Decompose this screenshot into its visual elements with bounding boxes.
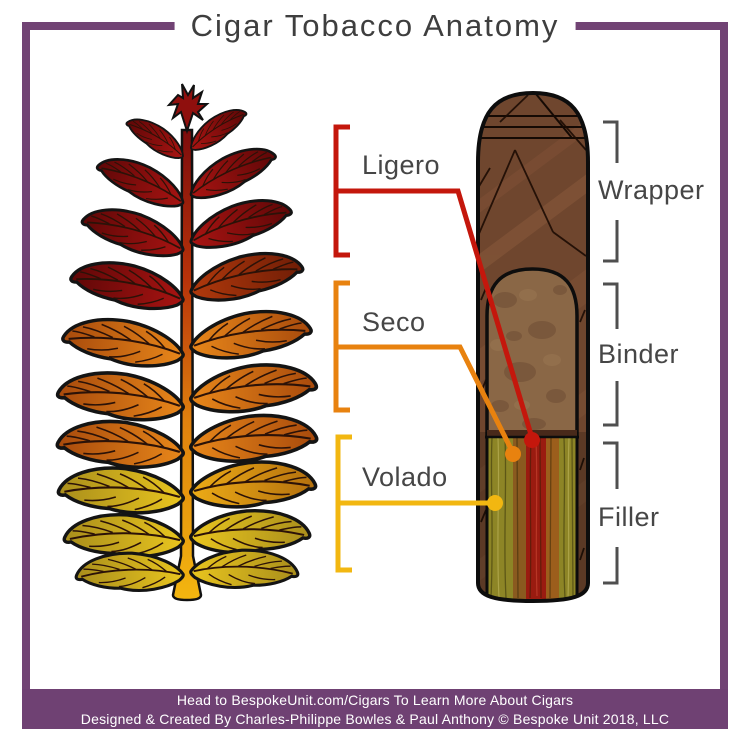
wrapper-bracket [603,120,619,263]
tobacco-plant-illustration [54,83,320,602]
footer-line1: Head to BespokeUnit.com/Cigars To Learn … [176,692,574,708]
filler-bracket [603,441,619,585]
volado-dot [487,495,503,511]
ligero-callout [333,124,540,448]
label-seco: Seco [362,307,426,337]
seco-dot [505,446,521,462]
label-binder: Binder [598,339,680,369]
label-wrapper: Wrapper [598,175,705,205]
page-title: Cigar Tobacco Anatomy [174,4,576,48]
plant-stem [171,128,203,602]
cigar-illustration [476,90,590,604]
label-filler: Filler [598,502,660,532]
volado-callout [335,434,503,573]
cigar-binder-area [485,267,579,439]
plant-leaves-left [54,111,192,597]
cigar-outline [476,90,590,604]
label-ligero: Ligero [362,150,441,180]
footer-bar: Head to BespokeUnit.com/Cigars To Learn … [22,689,728,729]
ligero-dot [524,432,540,448]
binder-bracket [603,282,619,427]
seco-callout [333,280,521,462]
label-volado: Volado [362,462,448,492]
plant-flower [166,83,210,135]
footer-line2: Designed & Created By Charles-Philippe B… [80,711,670,727]
cigar-filler-area [485,435,579,601]
plant-leaves-right [181,101,320,594]
